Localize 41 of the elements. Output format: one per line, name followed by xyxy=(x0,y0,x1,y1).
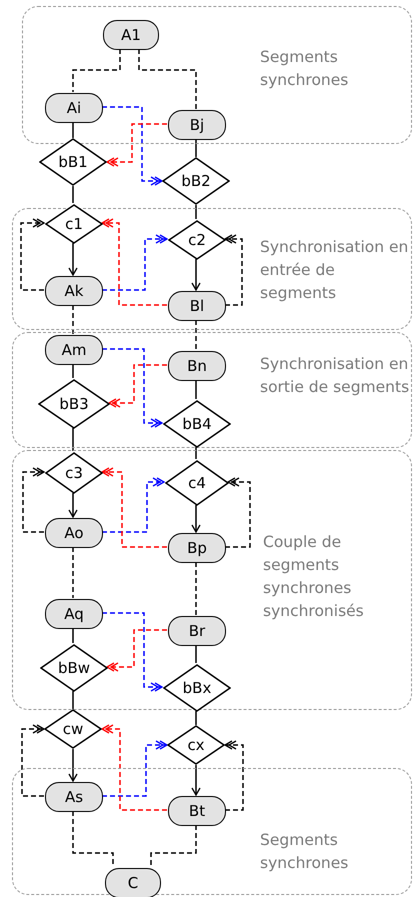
decision-diamond: c4 xyxy=(165,460,229,506)
rounded-step-box: Bj xyxy=(168,110,226,140)
rounded-step-box: Bt xyxy=(168,796,226,826)
decision-diamond: bB2 xyxy=(162,157,230,205)
segment-group-frame xyxy=(12,450,412,710)
connector-arrow xyxy=(68,749,78,782)
segment-group-frame xyxy=(12,332,412,448)
rounded-step-box: A1 xyxy=(103,20,159,50)
decision-diamond: c3 xyxy=(45,452,103,494)
decision-diamond: c1 xyxy=(45,204,103,244)
rounded-step-box: Aq xyxy=(45,599,103,629)
decision-diamond: cw xyxy=(44,709,102,749)
rounded-step-box: Bn xyxy=(168,351,226,381)
group-label: Segments synchrones xyxy=(260,830,350,874)
decision-diamond: bB4 xyxy=(163,400,231,448)
group-label: Synchronisation en entrée de segments xyxy=(260,237,410,304)
decision-diamond: bB1 xyxy=(39,138,107,186)
connector-arrow xyxy=(191,765,201,796)
rounded-step-box: Ao xyxy=(45,518,103,548)
rounded-step-box: Bl xyxy=(168,291,226,321)
decision-diamond: c2 xyxy=(168,220,226,260)
connector-arrow xyxy=(191,505,201,533)
group-label: Synchronisation en sortie de segments xyxy=(260,354,410,398)
segment-group-frame xyxy=(12,768,412,895)
segment-group-frame xyxy=(22,6,412,144)
decision-diamond: bBx xyxy=(163,664,231,712)
rounded-step-box: Br xyxy=(168,616,226,646)
group-label: Segments synchrones xyxy=(260,47,350,91)
rounded-step-box: Bp xyxy=(168,533,226,563)
group-label: Couple de segments synchrones synchronisés xyxy=(263,532,365,622)
connector-arrow xyxy=(68,243,78,276)
rounded-step-box: C xyxy=(105,868,161,897)
rounded-step-box: Am xyxy=(45,335,103,365)
connector-arrow xyxy=(191,259,201,291)
rounded-step-box: As xyxy=(45,782,103,812)
connector-arrow xyxy=(68,493,78,518)
rounded-step-box: Ak xyxy=(45,276,103,306)
decision-diamond: cx xyxy=(167,725,225,765)
decision-diamond: bB3 xyxy=(38,379,110,429)
rounded-step-box: Ai xyxy=(45,93,103,123)
decision-diamond: bBw xyxy=(40,644,108,692)
